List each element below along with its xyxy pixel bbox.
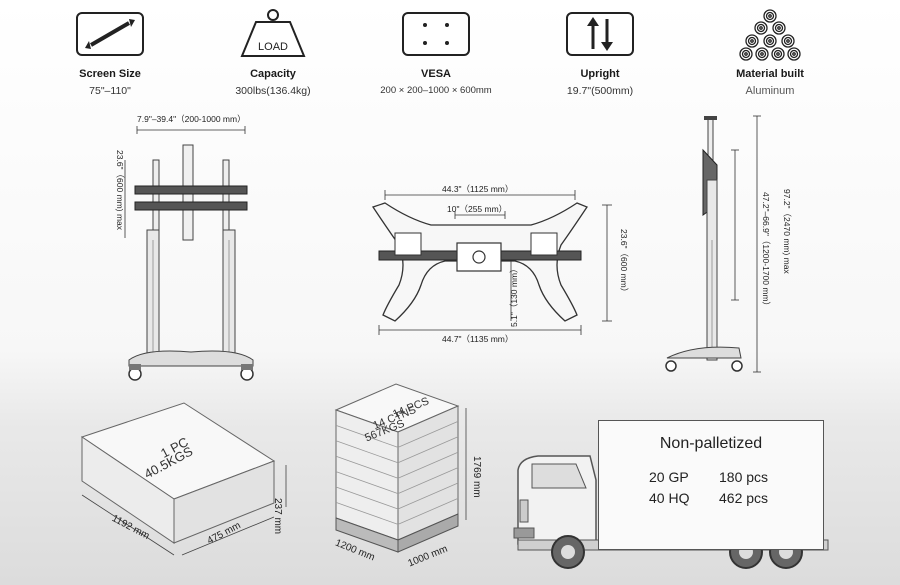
spec-value: 300lbs(136.4kg) <box>235 85 311 97</box>
load-weight-icon: LOAD <box>198 8 348 60</box>
bottom-width-dimension: 44.7"（1135 mm） <box>442 334 514 344</box>
container-40hq: 40 HQ <box>649 490 690 506</box>
top-width-dimension: 44.3"（1125 mm） <box>442 184 514 194</box>
spec-title: VESA <box>421 68 451 80</box>
spec-upright: Upright 19.7"(500mm) <box>525 8 675 97</box>
container-20gp: 20 GP <box>649 469 689 485</box>
spec-value: Aluminum <box>745 85 795 97</box>
front-width-dimension: 7.9"–39.4"（200-1000 mm） <box>137 114 246 124</box>
depth-dimension: 23.6"（600 mm） <box>619 229 629 297</box>
side-total-height-dimension: 97.2"（2470 mm) max <box>782 189 792 274</box>
screen-size-icon <box>35 8 185 60</box>
front-view-drawing <box>124 126 254 381</box>
spec-title: Upright <box>580 68 620 80</box>
side-view-drawing <box>665 115 761 373</box>
vesa-icon <box>361 8 511 60</box>
spec-capacity: LOAD Capacity 300lbs(136.4kg) <box>198 8 348 97</box>
load-label: LOAD <box>258 41 288 53</box>
spec-title: Material built <box>736 68 804 80</box>
spec-screen-size: Screen Size 75"–110" <box>35 8 185 97</box>
qty-20gp: 180 pcs <box>719 469 769 485</box>
upright-arrows-icon <box>525 8 675 60</box>
inner-width-dimension: 10"（255 mm） <box>447 204 508 214</box>
front-height-dimension: 23.6"（600 mm) max <box>115 150 125 231</box>
pallet-stack <box>334 383 467 553</box>
pallet-height: 1769 mm <box>471 456 482 498</box>
spec-value: 19.7"(500mm) <box>566 85 634 97</box>
package-height: 237 mm <box>272 498 283 535</box>
qty-40hq: 462 pcs <box>719 490 769 506</box>
single-package-box <box>80 402 287 556</box>
side-range-dimension: 47.2"–66.9"（1200-1700 mm） <box>761 192 771 311</box>
spec-value: 75"–110" <box>89 85 131 97</box>
aluminum-coils-icon <box>695 8 845 61</box>
spec-value: 200 × 200–1000 × 600mm <box>380 85 492 96</box>
top-view-drawing <box>371 190 612 335</box>
spec-title: Capacity <box>250 68 296 80</box>
shipping-title: Non-palletized <box>659 435 763 452</box>
offset-dimension: 5.1"（130 mm） <box>509 264 519 327</box>
cargo-box: Non-palletized 20 GP 180 pcs 40 HQ 462 p… <box>598 420 824 550</box>
spec-vesa: VESA 200 × 200–1000 × 600mm <box>361 8 511 96</box>
spec-material: Material built Aluminum <box>695 8 845 97</box>
spec-title: Screen Size <box>79 68 141 80</box>
